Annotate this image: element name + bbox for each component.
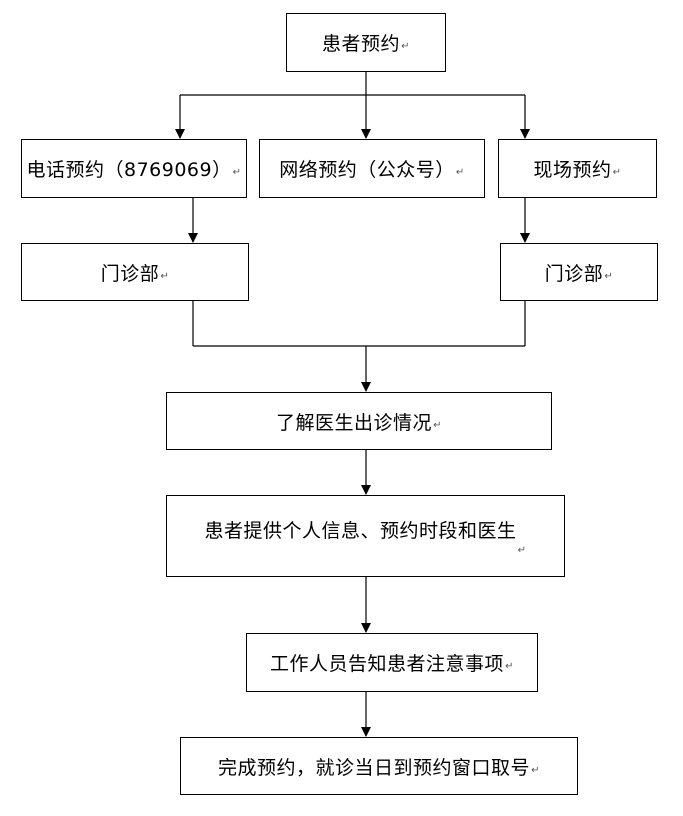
step-staff-notify: 工作人员告知患者注意事项↵	[246, 633, 538, 692]
paragraph-mark: ↵	[612, 167, 622, 178]
step-label: 门诊部	[100, 262, 160, 285]
step-complete: 完成预约，就诊当日到预约窗口取号↵	[180, 737, 578, 795]
step-label: 完成预约，就诊当日到预约窗口取号	[218, 756, 531, 779]
step-outpatient-right: 门诊部↵	[500, 243, 658, 301]
step-label: 工作人员告知患者注意事项	[270, 653, 505, 675]
step-provide-info: 患者提供个人信息、预约时段和医生↵	[166, 495, 565, 577]
paragraph-mark: ↵	[455, 167, 465, 178]
step-phone-appointment: 电话预约（8769069）↵	[21, 139, 247, 198]
step-label: 电话预约（8769069）	[26, 159, 232, 181]
paragraph-mark: ↵	[232, 167, 242, 178]
step-outpatient-left: 门诊部↵	[21, 243, 249, 301]
step-label: 现场预约	[533, 159, 612, 181]
step-label: 患者预约	[322, 33, 401, 55]
step-patient-appointment: 患者预约↵	[286, 13, 446, 72]
paragraph-mark: ↵	[505, 661, 514, 672]
paragraph-mark: ↵	[604, 270, 614, 282]
step-online-appointment: 网络预约（公众号）↵	[259, 139, 485, 198]
paragraph-mark: ↵	[531, 764, 540, 776]
paragraph-mark: ↵	[433, 419, 442, 431]
step-label: 网络预约（公众号）	[279, 159, 455, 181]
step-label: 门诊部	[544, 262, 604, 285]
paragraph-mark: ↵	[160, 270, 170, 282]
step-label: 了解医生出诊情况	[276, 411, 433, 434]
paragraph-mark: ↵	[401, 41, 410, 52]
paragraph-mark: ↵	[517, 544, 527, 556]
step-label: 患者提供个人信息、预约时段和医生	[204, 520, 517, 542]
step-onsite-appointment: 现场预约↵	[498, 139, 657, 198]
step-learn-schedule: 了解医生出诊情况↵	[166, 392, 552, 450]
